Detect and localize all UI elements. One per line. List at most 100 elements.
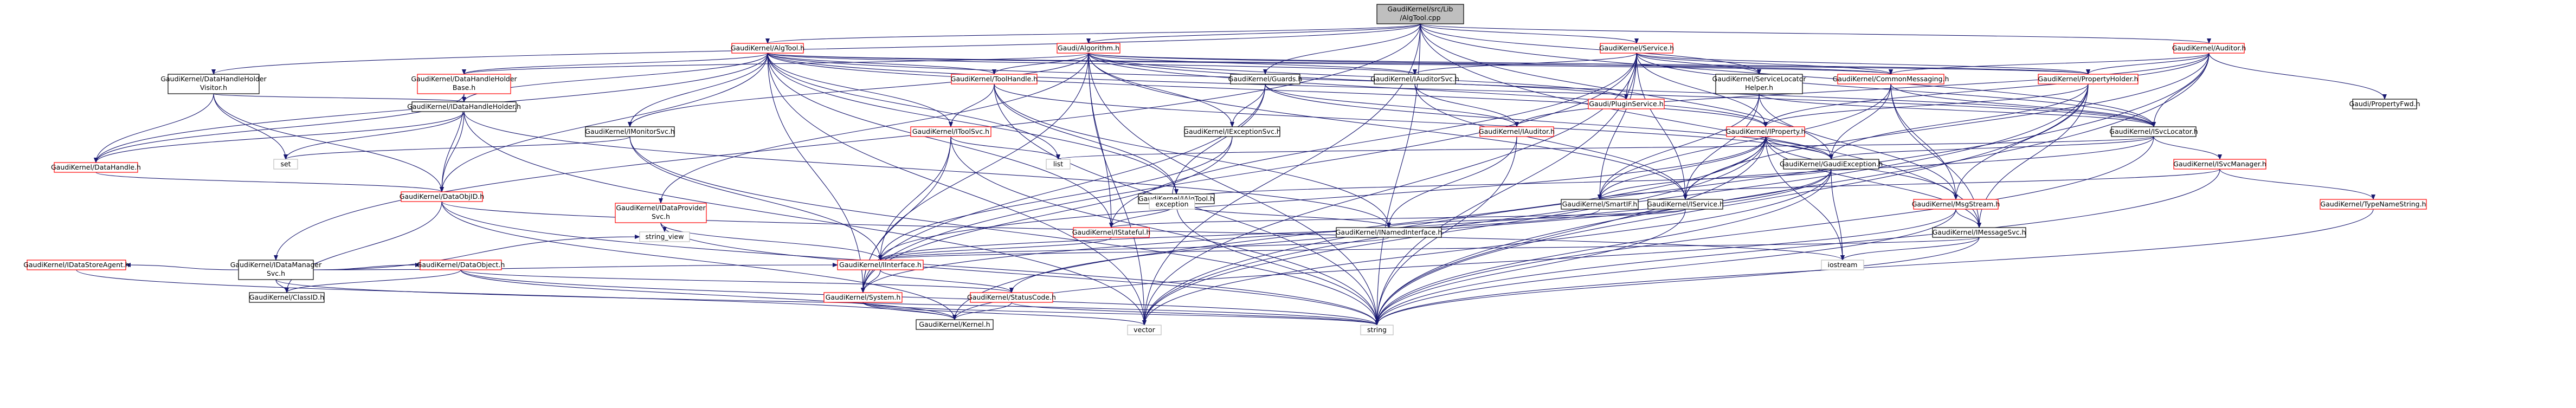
node-commonmessaging-h[interactable]: GaudiKernel/CommonMessaging.h	[1833, 74, 1949, 85]
node-box	[910, 126, 991, 137]
node-msgstream-h[interactable]: GaudiKernel/MsgStream.h	[1912, 199, 2000, 210]
node-iauditor-h[interactable]: GaudiKernel/IAuditor.h	[1479, 126, 1555, 137]
node-statuscode-h[interactable]: GaudiKernel/StatusCode.h	[967, 292, 1056, 303]
node-dataobject-h[interactable]: GaudiKernel/DataObject.h	[417, 260, 505, 270]
node-istateful-h[interactable]: GaudiKernel/IStateful.h	[1072, 227, 1151, 238]
node-iauditorsvc-h[interactable]: GaudiKernel/IAuditorSvc.h	[1370, 74, 1459, 85]
edge-algtool_h-to-ialgtool_h	[767, 53, 1178, 195]
node-box	[639, 231, 690, 242]
node-exception[interactable]: exception	[1149, 199, 1195, 210]
node-gaudiexception-h[interactable]: GaudiKernel/GaudiException.h	[1780, 159, 1883, 170]
edge-root-to-auditor_h	[1420, 23, 2211, 44]
edge-datahandleholdervisitor_h-to-set	[213, 93, 288, 160]
edge-auditor_h-to-propertyfwd_h	[2208, 53, 2387, 100]
node-propertyholder-h[interactable]: GaudiKernel/PropertyHolder.h	[2038, 74, 2139, 85]
node-label: GaudiKernel/src/Lib	[1388, 5, 1453, 13]
node-label: Gaudi/PluginService.h	[1589, 100, 1663, 108]
node-isvcmanager-h[interactable]: GaudiKernel/ISvcManager.h	[2173, 159, 2266, 170]
node-typenamestring-h[interactable]: GaudiKernel/TypeNameString.h	[2320, 199, 2427, 210]
edge-algtool_h-to-iproperty_h	[767, 53, 1768, 127]
node-box	[1913, 199, 1999, 210]
edge-root-to-idatamanagersvc_h	[274, 23, 1421, 261]
edge-root-to-guards_h	[1263, 23, 1421, 75]
node-iexceptionsvc-h[interactable]: GaudiKernel/IExceptionSvc.h	[1183, 126, 1281, 137]
node-label: GaudiKernel/DataObject.h	[417, 261, 505, 269]
node-iostream[interactable]: iostream	[1821, 260, 1864, 270]
node-box	[1647, 199, 1723, 210]
node-label: GaudiKernel/DataHandleHolder	[411, 75, 517, 83]
node-imessagesvc-h[interactable]: GaudiKernel/IMessageSvc.h	[1932, 227, 2026, 238]
node-pluginservice-h[interactable]: Gaudi/PluginService.h	[1588, 99, 1665, 109]
node-toolhandle-h[interactable]: GaudiKernel/ToolHandle.h	[951, 74, 1038, 85]
node-idatahandleholder-h[interactable]: GaudiKernel/IDataHandleHolder.h	[407, 101, 521, 112]
edge-datahandleholdervisitor_h-to-dataobjid_h	[213, 93, 444, 192]
node-label: string	[1367, 326, 1387, 334]
node-box	[2173, 159, 2266, 170]
node-vector[interactable]: vector	[1127, 325, 1162, 335]
edge-algtool_h-to-propertyholder_h	[767, 53, 2090, 75]
node-inamedinterface-h[interactable]: GaudiKernel/INamedInterface.h	[1336, 227, 1442, 238]
node-auditor-h[interactable]: GaudiKernel/Auditor.h	[2172, 43, 2246, 54]
node-dataobjid-h[interactable]: GaudiKernel/DataObjID.h	[400, 191, 484, 202]
node-string-view[interactable]: string_view	[639, 231, 690, 242]
edge-iproperty_h-to-iservice_h	[1683, 136, 1766, 200]
edge-service_h-to-commonmessaging_h	[1636, 53, 1893, 75]
node-itoolsvc-h[interactable]: GaudiKernel/IToolSvc.h	[910, 126, 991, 137]
edge-iproperty_h-to-iinterface_h	[878, 136, 1766, 261]
node-label: Svc.h	[267, 269, 285, 277]
node-imonitorsvc-h[interactable]: GaudiKernel/IMonitorSvc.h	[585, 126, 675, 137]
node-list[interactable]: list	[1046, 159, 1071, 170]
edge-root-to-algtool_h	[765, 23, 1421, 44]
edge-algtool_h-to-commonmessaging_h	[767, 53, 1893, 75]
node-label: GaudiKernel/SmartIF.h	[1562, 200, 1638, 208]
edge-itoolsvc_h-to-iinterface_h	[878, 136, 951, 261]
node-label: set	[280, 160, 291, 168]
node-box	[1376, 4, 1464, 24]
edge-commonmessaging_h-to-msgstream_h	[1890, 83, 1958, 200]
node-algorithm-h[interactable]: Gaudi/Algorithm.h	[1057, 43, 1120, 54]
node-box	[1783, 159, 1879, 170]
node-classid-h[interactable]: GaudiKernel/ClassID.h	[249, 292, 325, 303]
node-label: GaudiKernel/IDataProvider	[616, 204, 706, 212]
node-label: Gaudi/Algorithm.h	[1058, 44, 1119, 52]
node-label: GaudiKernel/Kernel.h	[919, 320, 990, 328]
node-kernel-h[interactable]: GaudiKernel/Kernel.h	[916, 319, 994, 330]
edge-algtool_h-to-toolhandle_h	[767, 53, 996, 75]
node-algtool-h[interactable]: GaudiKernel/AlgTool.h	[731, 43, 804, 54]
node-root[interactable]: GaudiKernel/src/Lib/AlgTool.cpp	[1376, 4, 1464, 24]
edge-iproperty_h-to-string	[1375, 136, 1766, 326]
edge-idatahandleholder_h-to-set	[284, 111, 465, 160]
edge-idataprovidersvc_h-to-string	[660, 222, 1379, 326]
node-label: /AlgTool.cpp	[1400, 14, 1440, 22]
node-propertyfwd-h[interactable]: Gaudi/PropertyFwd.h	[2349, 99, 2420, 109]
node-service-h[interactable]: GaudiKernel/Service.h	[1599, 43, 1674, 54]
node-iproperty-h[interactable]: GaudiKernel/IProperty.h	[1726, 126, 1806, 137]
node-string[interactable]: string	[1360, 325, 1394, 335]
edge-iservice_h-to-inamedinterface_h	[1387, 209, 1686, 228]
edge-iservice_h-to-string	[1375, 209, 1686, 326]
node-set[interactable]: set	[273, 159, 298, 170]
node-guards-h[interactable]: GaudiKernel/Guards.h	[1228, 74, 1303, 85]
node-iservice-h[interactable]: GaudiKernel/IService.h	[1647, 199, 1724, 210]
node-datahandle-h[interactable]: GaudiKernel/DataHandle.h	[51, 162, 141, 173]
edge-idatamanagersvc_h-to-dataobject_h	[313, 263, 421, 270]
edge-service_h-to-isvclocator_h	[1636, 53, 2156, 127]
node-label: GaudiKernel/StatusCode.h	[967, 293, 1056, 301]
edge-algorithm_h-to-iproperty_h	[1088, 53, 1768, 127]
node-isvclocator-h[interactable]: GaudiKernel/ISvcLocator.h	[2109, 126, 2198, 137]
edge-isvcmanager_h-to-typenamestring_h	[2219, 169, 2375, 200]
node-box	[238, 260, 314, 280]
node-box	[1057, 43, 1120, 54]
edge-algtool_h-to-list	[767, 53, 1060, 160]
node-system-h[interactable]: GaudiKernel/System.h	[823, 292, 903, 303]
node-idatastoreagent-h[interactable]: GaudiKernel/IDataStoreAgent.h	[23, 260, 130, 270]
edge-algorithm_h-to-toolhandle_h	[992, 53, 1089, 75]
node-smartif-h[interactable]: GaudiKernel/SmartIF.h	[1561, 199, 1639, 210]
node-iinterface-h[interactable]: GaudiKernel/IInterface.h	[837, 260, 924, 270]
